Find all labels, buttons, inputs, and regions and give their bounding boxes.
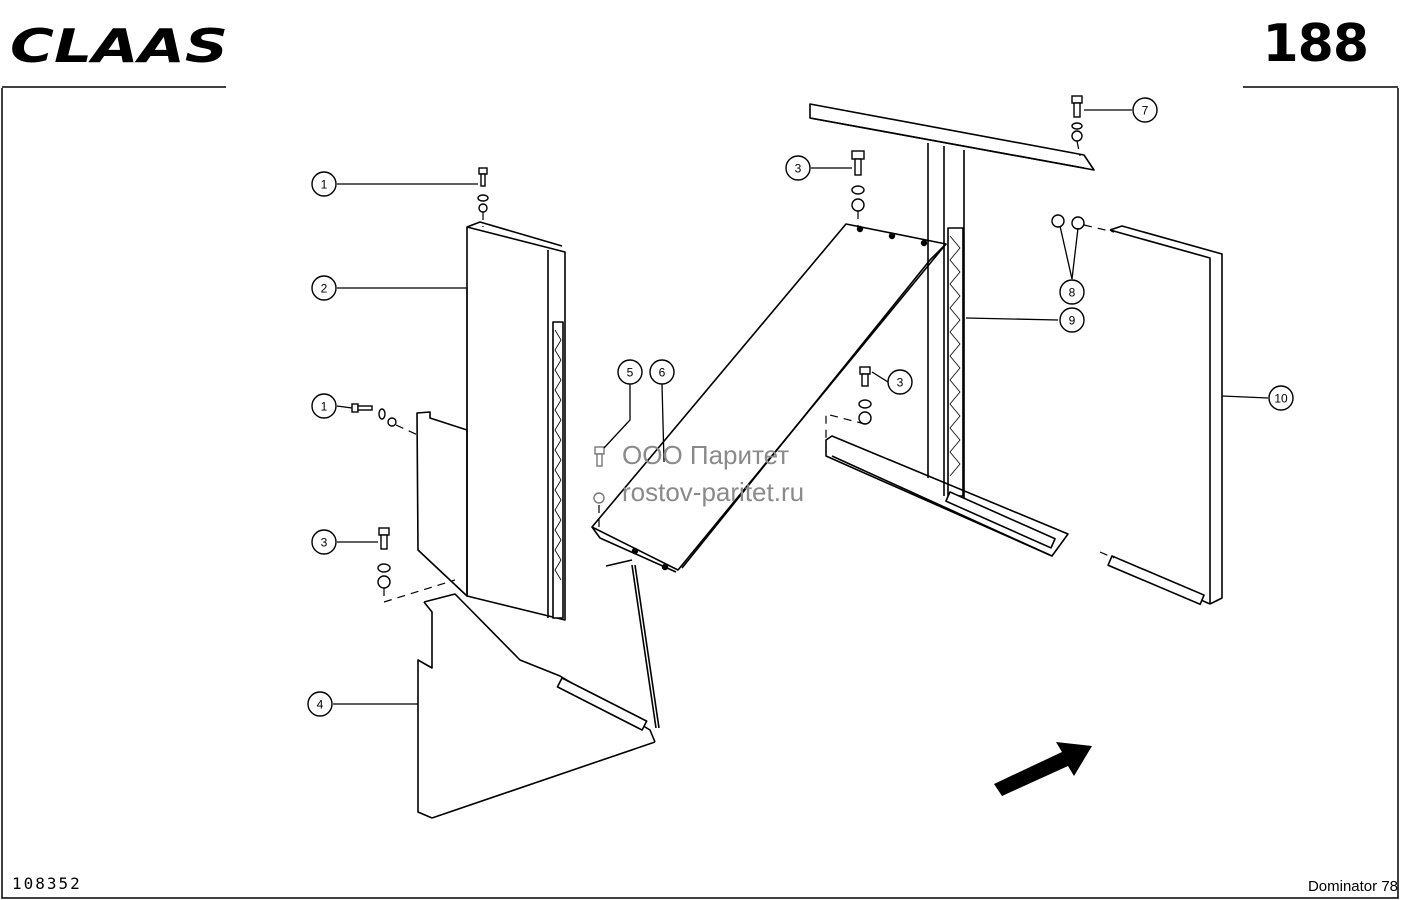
callout-1-side: 1: [311, 393, 337, 419]
claas-logo: CLAAS: [10, 19, 228, 73]
document-number: 108352: [12, 874, 82, 893]
svg-text:8: 8: [1069, 286, 1076, 300]
assembly-lines: [383, 140, 1115, 603]
watermark-url: rostov-paritet.ru: [622, 477, 805, 507]
callout-10: 10: [1268, 385, 1294, 411]
part-9-frame: [809, 103, 1095, 557]
callouts: 1 2 1 3 4 5 6 3 7 8 9 3 10: [307, 97, 1294, 717]
callout-6: 6: [649, 359, 675, 385]
svg-text:9: 9: [1069, 314, 1076, 328]
svg-text:10: 10: [1274, 392, 1288, 406]
part-6-diagonal-channel: [591, 223, 947, 573]
leader-lines: [333, 109, 1269, 705]
callout-7: 7: [1132, 97, 1158, 123]
callout-9: 9: [1059, 307, 1085, 333]
model-name: Dominator 78: [1307, 878, 1398, 895]
page-number: 188: [1262, 14, 1369, 74]
callout-1-top: 1: [311, 171, 337, 197]
part-4-bottom-plate: [417, 559, 660, 819]
callout-3-center-top: 3: [785, 155, 811, 181]
callout-5: 5: [617, 359, 643, 385]
svg-text:4: 4: [317, 698, 324, 712]
svg-text:3: 3: [897, 376, 904, 390]
svg-text:3: 3: [321, 536, 328, 550]
callout-8: 8: [1059, 279, 1085, 305]
part-2-front-flap: [416, 411, 468, 597]
svg-text:5: 5: [627, 366, 634, 380]
svg-text:6: 6: [659, 366, 666, 380]
watermark-company: ООО Паритет: [622, 440, 790, 470]
direction-arrow-icon: [994, 742, 1092, 796]
callout-3-left: 3: [311, 529, 337, 555]
svg-text:7: 7: [1142, 104, 1149, 118]
part-10-right-panel: [1107, 225, 1223, 606]
callout-4: 4: [307, 691, 333, 717]
callout-3-center: 3: [887, 369, 913, 395]
svg-text:2: 2: [321, 282, 328, 296]
svg-text:3: 3: [795, 162, 802, 176]
callout-2: 2: [311, 275, 337, 301]
svg-text:1: 1: [321, 178, 328, 192]
svg-text:1: 1: [321, 400, 328, 414]
part-2-side-panel: [466, 221, 566, 621]
